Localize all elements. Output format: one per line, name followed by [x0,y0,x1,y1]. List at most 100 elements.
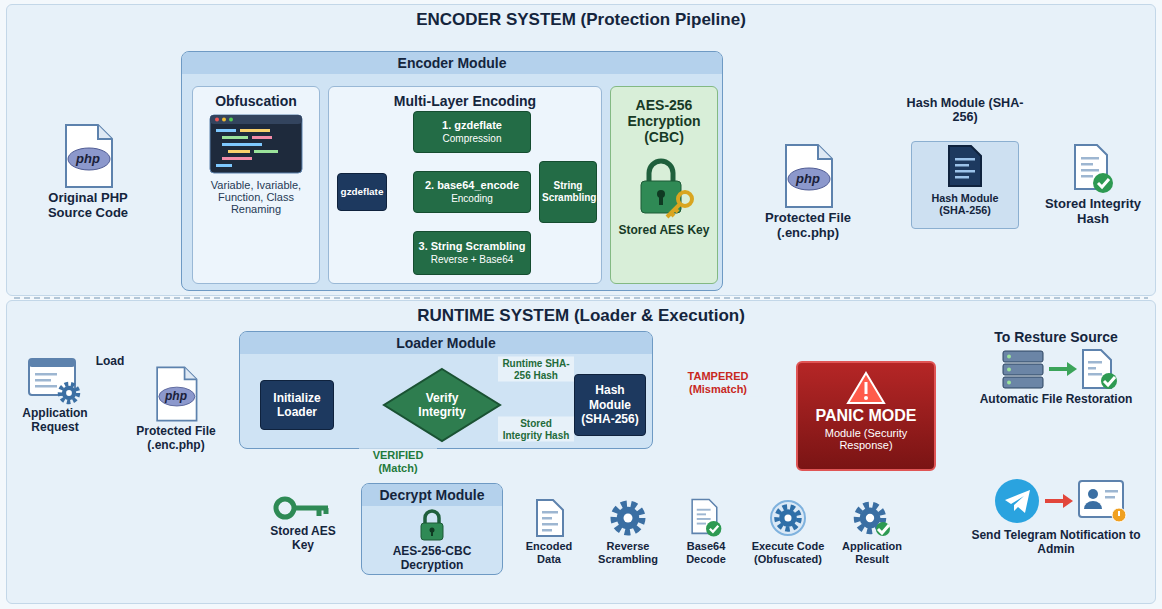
icon-part [706,521,721,536]
icon-part [995,479,1039,523]
warn-icon [846,371,886,405]
icon-part [955,176,969,179]
icon-part [529,498,569,538]
icon-part [222,136,248,139]
gear-icon [608,498,648,538]
icon-part [1007,381,1011,385]
node-title: Base64 Decode [675,540,737,565]
icon-part [216,129,236,132]
icon-part [62,386,76,400]
icon-part [1088,489,1098,499]
checkdoc-icon [1071,143,1115,195]
icon-part [215,118,219,122]
icon-part [667,204,680,217]
step-icon: Reverse Scrambling [593,496,663,576]
icon-part [1045,499,1065,503]
icon-part [768,498,808,538]
hash-store: Stored Integrity Hash [1041,141,1145,253]
icon-part [955,164,969,167]
icon-part [542,523,558,526]
icon-part [678,192,692,206]
icon-part [1063,494,1073,508]
node-text: Original PHP Source Code [27,191,149,221]
icon-part [210,115,302,173]
notify-action: Send Telegram Notification to Admin [959,473,1153,577]
process-box: 3. String ScramblingReverse + Base64 [413,231,531,275]
icon-part [848,373,884,403]
icon-part [384,369,500,441]
node-title: php [753,171,863,187]
icon-part [846,371,886,405]
icon-part [27,355,83,405]
node-title: String Scrambling [542,180,594,204]
lock-icon [417,508,447,542]
panic-module: PANIC MODEModule (Security Response) [796,361,936,471]
icon-part [771,501,805,535]
node-text: Reverse + Base64 [416,254,528,266]
icon-part [98,125,112,139]
node-title: Application Request [9,407,101,435]
icon-part [273,493,333,523]
icon-part [629,151,699,221]
icon-part [945,144,985,188]
obfuscation-box: ObfuscationVariable, Ivariable, Function… [192,86,320,284]
icon-part [222,143,262,146]
edge-label: Runtime SHA-256 Hash [498,357,574,382]
system-band: ENCODER SYSTEM (Protection Pipeline)phpO… [6,4,1156,296]
icon-part [697,523,706,525]
icon-part [614,504,642,532]
process-box: Initialize Loader [260,380,334,430]
node-title: 2. base64_encode [416,179,528,192]
icon-part [1007,355,1011,359]
node-title: RUNTIME SYSTEM (Loader & Execution) [7,301,1155,326]
icon-part [1105,490,1118,493]
icon-part [542,517,552,520]
decrypt-module: Decrypt ModuleAES-256-CBC Decryption [361,483,503,575]
icon-part [1112,508,1126,522]
icon-part [1088,361,1102,364]
icon-part [617,507,639,529]
code-icon [208,113,304,175]
step-icon: Base64 Decode [675,496,737,576]
icon-part [431,531,433,536]
node-title: Decrypt Module [362,484,502,506]
icon-part [852,498,892,538]
icon-part [222,157,252,160]
hash-module: Hash Module (SHA-256) [574,374,646,436]
icon-part [659,196,663,205]
node-title: php [27,151,149,167]
icon-part [608,498,648,538]
node-title: Reverse Scrambling [593,540,663,565]
icon-part [210,115,302,124]
icon-part [222,118,226,122]
edge-label: VERIFIED (Match) [359,448,437,475]
node-text: Stored AES Key [611,223,717,237]
icon-part [818,145,832,159]
icon-part [710,526,718,532]
icon-part [1081,175,1093,178]
icon-part [425,511,439,523]
restore-action: To Resture SourceAutomatic File Restorat… [959,329,1153,429]
node-text: AES-256-CBC Decryption [362,544,502,572]
icon-part [1098,179,1109,187]
step-icon: Application Result [839,496,905,576]
icon-part [865,382,868,394]
restore-icon [981,347,1131,391]
encryption-box: AES-256 Encryption (CBC) Stored AES Key [610,86,718,284]
icon-part [35,385,57,388]
icon-part [1081,163,1093,166]
icon-part [981,347,1131,391]
node-title: Application Result [839,540,905,565]
node-title: php [123,388,229,404]
icon-part [864,396,868,400]
icon-part [1101,373,1117,389]
node-text: Automatic File Restoration [959,393,1153,407]
node-title: AES-256 Encryption (CBC) [611,87,717,149]
icon-part [537,500,563,536]
icon-part [1071,143,1115,195]
hash-module: Hash Module (SHA-256)Hash Module (SHA-25… [911,141,1019,229]
system-band: RUNTIME SYSTEM (Loader & Execution) Appli… [6,300,1156,604]
tg-icon [981,475,1131,527]
node-title: Send Telegram Notification to Admin [959,529,1153,557]
